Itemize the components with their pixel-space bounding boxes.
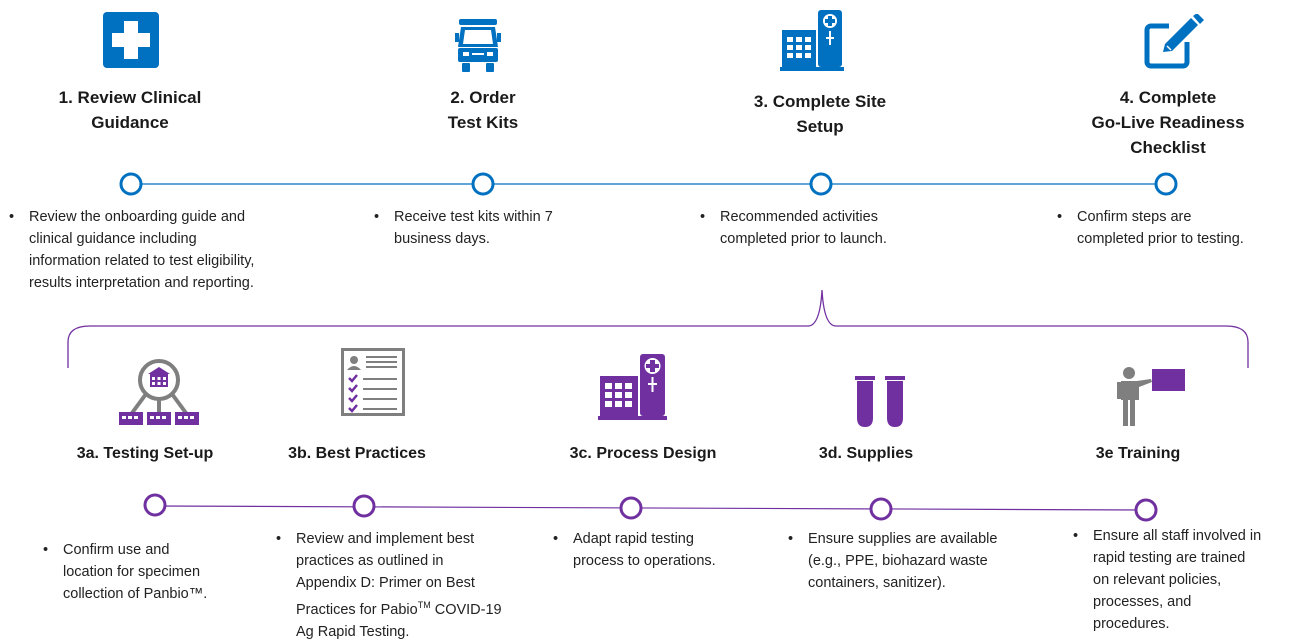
delivery-truck-icon	[455, 19, 501, 72]
substep-3d-title: 3d. Supplies	[818, 445, 914, 462]
expansion-bracket	[67, 289, 1249, 368]
bottom-timeline-line	[154, 505, 1148, 511]
bottom-timeline-node-d	[869, 497, 893, 521]
top-timeline-node-4	[1154, 172, 1178, 196]
trademark-superscript: TM	[417, 600, 431, 610]
substep-3d-bullet: • Ensure supplies are available(e.g., PP…	[788, 531, 998, 591]
top-timeline-node-1	[119, 172, 143, 196]
top-timeline-node-2	[471, 172, 495, 196]
hospital-building-icon	[598, 354, 667, 420]
substep-3b-title: 3b. Best Practices	[288, 445, 426, 462]
bottom-timeline-node-a	[143, 493, 167, 517]
hospital-building-icon	[780, 10, 844, 71]
bottom-timeline-node-e	[1134, 498, 1158, 522]
substep-3a-title: 3a. Testing Set-up	[76, 445, 214, 462]
bottom-timeline-node-c	[619, 496, 643, 520]
substep-3c-title: 3c. Process Design	[569, 445, 717, 462]
test-tubes-icon	[855, 376, 905, 427]
network-search-icon	[119, 359, 199, 425]
bottom-timeline-node-b	[352, 494, 376, 518]
substep-3b-bullet: • Review and implement best practices as…	[276, 531, 502, 640]
first-aid-cross-icon	[103, 12, 159, 68]
presenter-board-icon	[1117, 367, 1185, 426]
profile-checklist-icon	[341, 348, 405, 416]
top-timeline-node-3	[809, 172, 833, 196]
substep-3e-title: 3e Training	[1095, 445, 1181, 462]
edit-checklist-icon	[1144, 14, 1204, 69]
